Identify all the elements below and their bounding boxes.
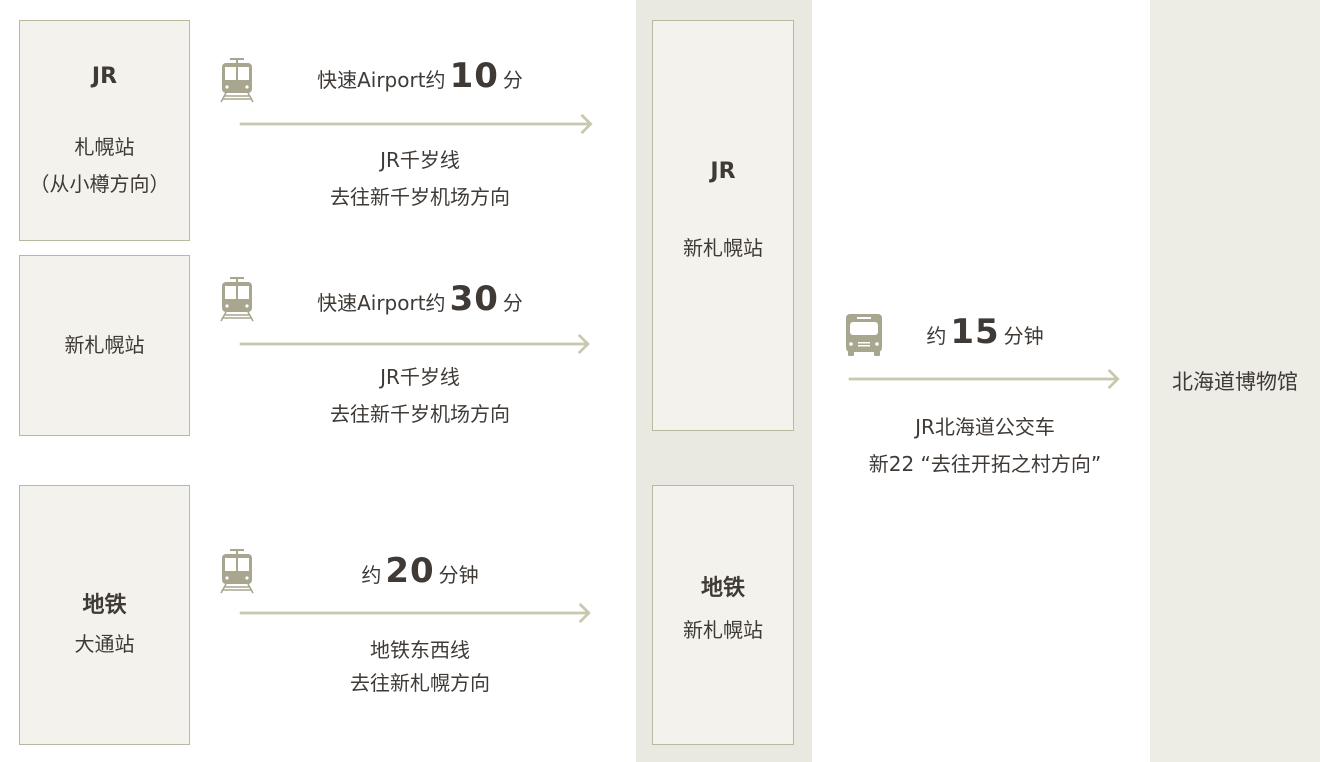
origin-station: 新札幌站 — [64, 333, 145, 357]
bus-description: JR北海道公交车 新22 “去往开拓之村方向” — [868, 415, 1102, 476]
origin-box-jr-sapporo: JR 札幌站 （从小樽方向） — [19, 20, 190, 241]
train-icon — [220, 277, 254, 322]
route-description: 地铁东西线 去往新札幌方向 — [350, 638, 490, 695]
origin-box-odori: 地铁 大通站 — [19, 485, 190, 745]
origin-box-shin-sapporo: 新札幌站 — [19, 255, 190, 436]
subway-icon — [220, 549, 254, 594]
transfer-box-jr: JR 新札幌站 — [652, 20, 794, 431]
transfer-station: 新札幌站 — [683, 618, 763, 642]
transfer-station: 新札幌站 — [683, 236, 763, 260]
origin-line: 地铁 — [82, 593, 127, 618]
origin-note: （从小樽方向） — [29, 172, 170, 196]
transfer-line: JR — [710, 159, 736, 184]
arrow-right-icon — [848, 369, 1120, 389]
origin-station: 札幌站 — [74, 135, 135, 159]
train-icon — [220, 58, 254, 103]
origin-line: JR — [91, 64, 118, 89]
destination-panel: 北海道博物馆 — [1150, 0, 1320, 762]
transfer-box-subway: 地铁 新札幌站 — [652, 485, 794, 745]
route-description: JR千岁线 去往新千岁机场方向 — [330, 365, 510, 426]
arrow-right-icon — [239, 603, 591, 623]
origin-station: 大通站 — [74, 632, 135, 656]
bus-icon — [846, 314, 882, 356]
transfer-line: 地铁 — [700, 576, 745, 601]
arrow-right-icon — [239, 334, 590, 354]
route-description: JR千岁线 去往新千岁机场方向 — [330, 148, 510, 209]
arrow-right-icon — [239, 114, 593, 134]
destination-name: 北海道博物馆 — [1172, 370, 1298, 394]
